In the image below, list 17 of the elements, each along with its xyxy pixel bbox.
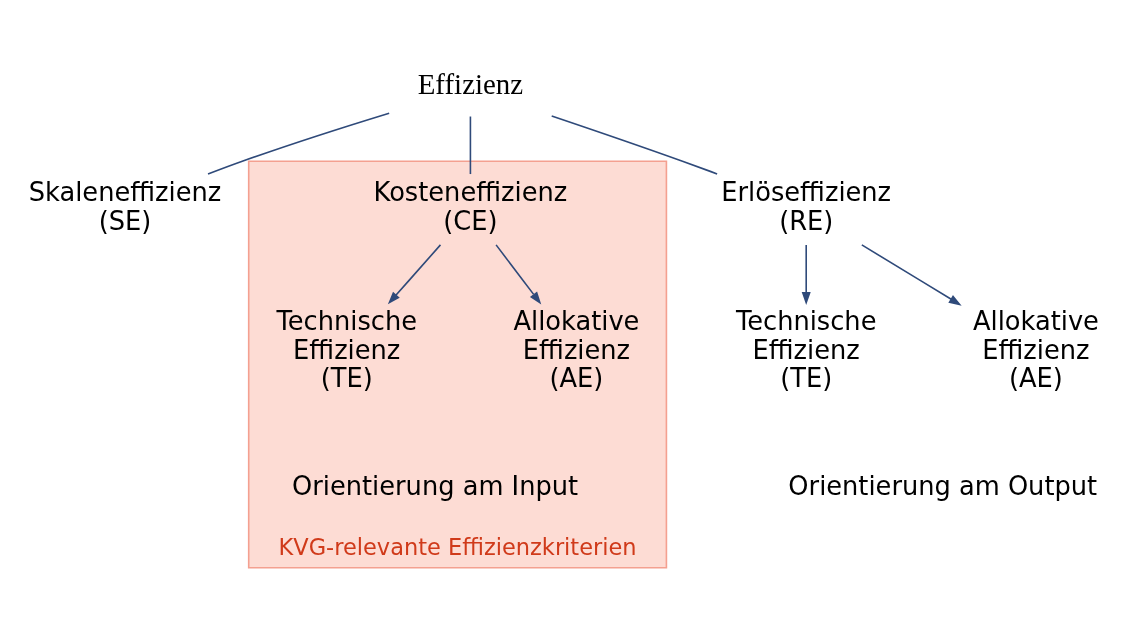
- node-text: Allokative Effizienz (AE): [513, 305, 640, 393]
- arrow: [861, 243, 962, 306]
- node-text: Technische Effizienz (TE): [276, 305, 417, 393]
- node-text: Allokative Effizienz (AE): [972, 305, 1099, 393]
- connector: [207, 111, 390, 175]
- label: Orientierung am Output: [788, 470, 1098, 501]
- connector: [550, 114, 718, 175]
- node-text: Erlöseffizienz (RE): [721, 176, 892, 236]
- node-text: Technische Effizienz (TE): [735, 305, 877, 393]
- node-text: Effizienz: [417, 67, 524, 100]
- arrow: [495, 243, 542, 304]
- arrow: [801, 243, 811, 305]
- node-text: Skaleneffizienz (SE): [28, 176, 222, 236]
- node-text: Kosteneffizienz (CE): [373, 176, 568, 236]
- arrow: [387, 243, 442, 304]
- label: Orientierung am Input: [292, 470, 579, 501]
- connector: [469, 115, 472, 175]
